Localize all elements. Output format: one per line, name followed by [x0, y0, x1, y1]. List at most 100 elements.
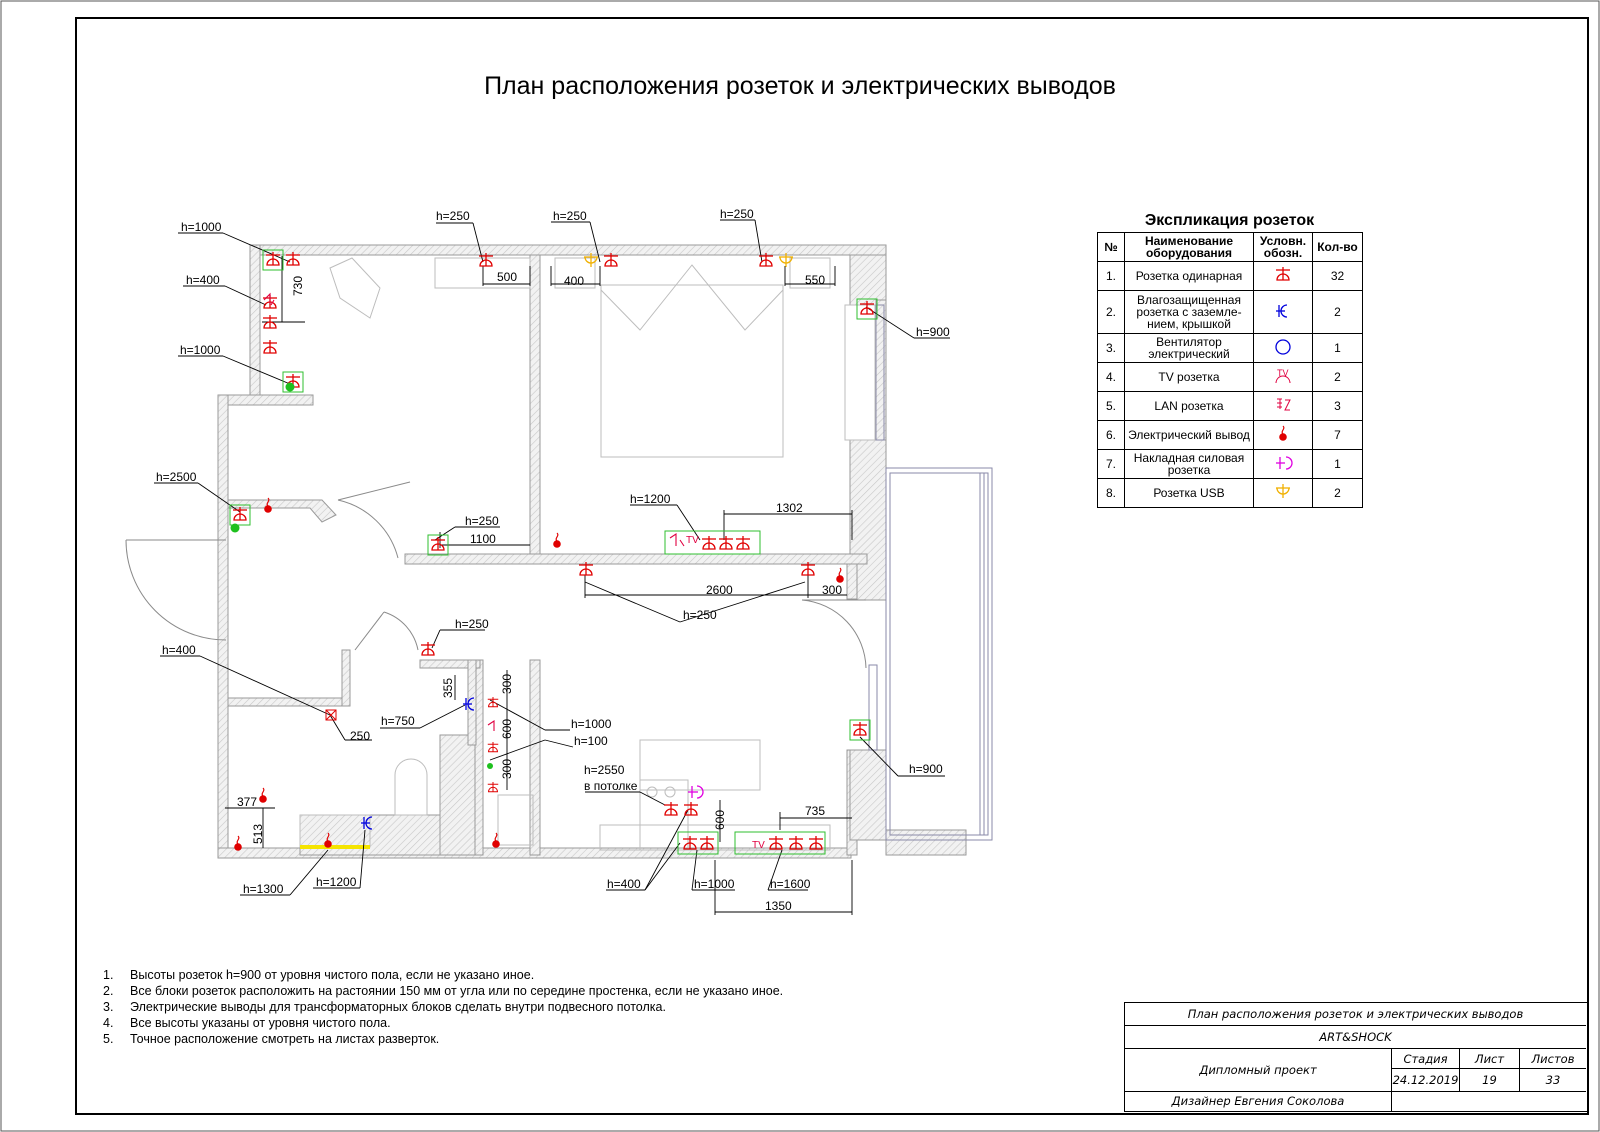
height-label: h=250 [683, 608, 717, 622]
electric-outlet [233, 835, 243, 852]
single-socket [699, 835, 715, 850]
electric-outlet [835, 567, 845, 584]
height-label: h=1200 [630, 492, 671, 506]
quantity: 1 [1312, 449, 1363, 479]
dimension-label: 730 [291, 276, 305, 296]
socket-block-frame [734, 831, 826, 855]
dimension-label: 300 [822, 583, 842, 597]
height-label: h=1000 [571, 717, 612, 731]
dimension-label: 300 [500, 674, 514, 694]
equipment-name: Вентилятор электрический [1124, 333, 1254, 363]
height-label: h=250 [436, 209, 470, 223]
sheet-number: 19 [1460, 1069, 1520, 1092]
single-socket [718, 535, 734, 550]
height-label: h=1000 [180, 343, 221, 357]
dimension-label: 250 [350, 729, 370, 743]
column-header: № [1097, 232, 1125, 262]
dimension-label: 377 [237, 795, 257, 809]
dimension-label: 2600 [706, 583, 733, 597]
single-socket [682, 835, 698, 850]
table-row: 5. LAN розетка 3 [1097, 391, 1363, 421]
designer-name: Дизайнер Евгения Соколова [1125, 1092, 1392, 1111]
table-row: 3. Вентилятор электрический 1 [1097, 333, 1363, 363]
power-socket [688, 785, 704, 799]
row-number: 7. [1097, 449, 1125, 479]
height-label: h=100 [574, 734, 608, 748]
row-number: 5. [1097, 391, 1125, 421]
single-socket [788, 835, 804, 850]
height-label: в потолке [584, 779, 638, 793]
electric-outlet [552, 532, 562, 549]
dimension-label: 600 [500, 719, 514, 739]
note-text: Точное расположение смотреть на листах р… [130, 1032, 440, 1046]
tv-socket-icon: TV [1253, 362, 1313, 392]
explication-table: № Наименование оборудования Условн. обоз… [1097, 232, 1363, 508]
dimension-label: 513 [251, 824, 265, 844]
page-title: План расположения розеток и электрически… [484, 72, 1116, 100]
note-number: 4. [103, 1016, 114, 1030]
note-text: Высоты розеток h=900 от уровня чистого п… [130, 968, 535, 982]
single-socket [420, 641, 436, 656]
dimension-label: 600 [713, 810, 727, 830]
column-header: Условн. обозн. [1253, 232, 1313, 262]
single-socket [701, 535, 717, 550]
note-number: 5. [103, 1032, 114, 1046]
balcony-and-windows [868, 304, 993, 841]
dimension-label: 1302 [776, 501, 803, 515]
green-markers [230, 382, 493, 769]
fan-icon [1253, 333, 1313, 363]
title-block: План расположения розеток и электрически… [1124, 1002, 1588, 1112]
quantity: 3 [1312, 391, 1363, 421]
notes-list: 1.Высоты розеток h=900 от уровня чистого… [103, 967, 783, 1047]
single-socket [487, 696, 499, 708]
single-socket [487, 741, 499, 753]
height-label: h=2550 [584, 763, 625, 777]
quantity: 2 [1312, 478, 1363, 508]
note-item: 5. Точное расположение смотреть на листах… [103, 1031, 783, 1047]
note-item: 3.Электрические выводы для трансформатор… [103, 999, 783, 1015]
quantity: 1 [1312, 333, 1363, 363]
single-socket [663, 801, 679, 816]
column-header: Наименование оборудования [1124, 232, 1254, 262]
title-block-project: Дипломный проект [1125, 1049, 1392, 1092]
height-label: h=1000 [694, 877, 735, 891]
electric-outlet-icon [1253, 420, 1313, 450]
socket-icon [1253, 261, 1313, 291]
height-label: h=400 [162, 643, 196, 657]
title-block-company: ART&SHOCK [1125, 1026, 1586, 1049]
height-label: h=250 [720, 207, 754, 221]
electric-outlet [258, 787, 268, 804]
dimension-label: 735 [805, 804, 825, 818]
equipment-name: Влагозащищенная розетка с заземле-нием, … [1124, 290, 1254, 334]
single-socket [262, 339, 278, 354]
stage-label: Стадия [1392, 1049, 1460, 1069]
dimension-label: 1350 [765, 899, 792, 913]
quantity: 7 [1312, 420, 1363, 450]
height-label: h=900 [916, 325, 950, 339]
note-number: 3. [103, 1000, 114, 1014]
height-label: h=400 [186, 273, 220, 287]
column-header: Кол-во [1312, 232, 1363, 262]
equipment-name: TV розетка [1124, 362, 1254, 392]
ventilation-fan [325, 709, 337, 721]
usb-socket-icon [1253, 478, 1313, 508]
row-number: 1. [1097, 261, 1125, 291]
note-item: 4.Все высоты указаны от уровня чистого п… [103, 1015, 783, 1031]
waterproof-socket-icon [1253, 290, 1313, 334]
height-label: h=2500 [156, 470, 197, 484]
sheet-label: Лист [1460, 1049, 1520, 1069]
lan-socket-icon [1253, 391, 1313, 421]
dimension-label: 550 [805, 273, 825, 287]
height-label: h=1200 [316, 875, 357, 889]
table-row: 6. Электрический вывод 7 [1097, 420, 1363, 450]
single-socket [262, 314, 278, 329]
table-row: 4. TV розетка TV 2 [1097, 362, 1363, 392]
table-row: 2. Влагозащищенная розетка с заземле-ние… [1097, 290, 1363, 334]
quantity: 32 [1312, 261, 1363, 291]
equipment-name: LAN розетка [1124, 391, 1254, 421]
height-label: h=1300 [243, 882, 284, 896]
equipment-name: Электрический вывод [1124, 420, 1254, 450]
row-number: 6. [1097, 420, 1125, 450]
